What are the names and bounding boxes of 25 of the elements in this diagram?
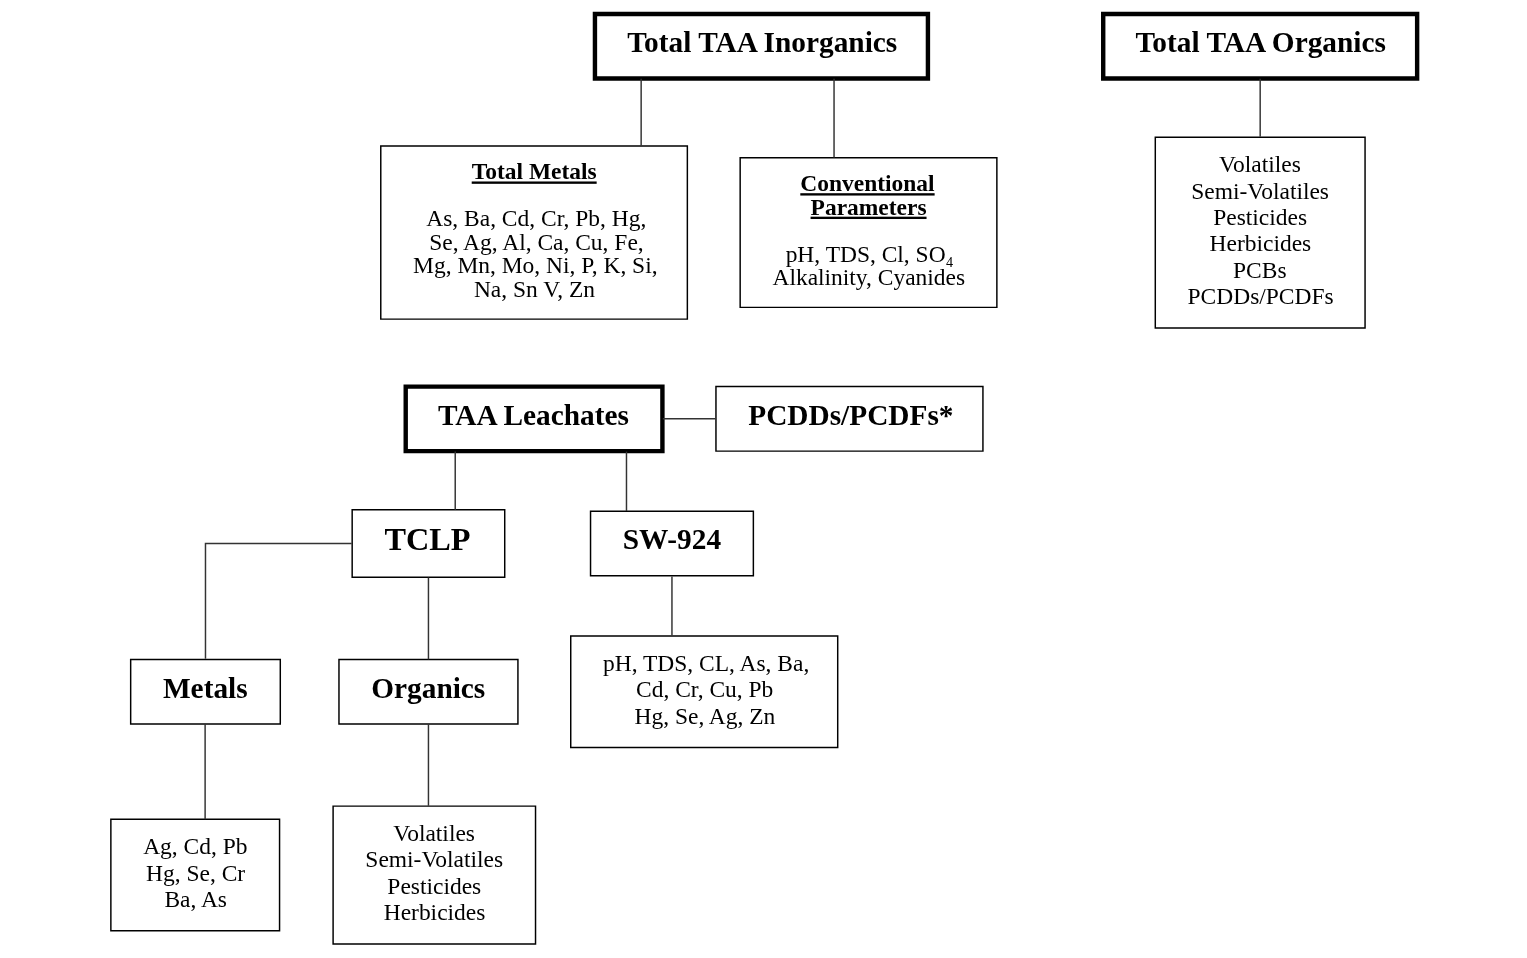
node-box: Volatiles Semi-Volatiles Pesticides Herbicides PCBs PCDDs/PCDFs xyxy=(1154,136,1366,329)
node-box: Volatiles Semi-Volatiles Pesticides Herbicides xyxy=(331,805,536,945)
node-box: TCLP xyxy=(350,509,505,578)
connector xyxy=(832,78,835,159)
connector xyxy=(427,723,429,807)
connector xyxy=(670,575,673,637)
connector xyxy=(204,542,352,660)
node-box: TAA Leachates xyxy=(403,384,665,454)
node-box: Total TAA Inorganics xyxy=(592,11,930,81)
connector xyxy=(454,450,456,511)
connector xyxy=(427,576,429,661)
node-box: Ag, Cd, Pb Hg, Se, Cr Ba, As xyxy=(109,818,280,932)
connector xyxy=(625,450,627,512)
connector xyxy=(1258,78,1261,138)
node-box: Conventional Parameters pH, TDS, Cl, SO₄ Alkalinity, Cyanides xyxy=(738,157,998,309)
node-box: pH, TDS, CL, As, Ba, Cd, Cr, Cu, Pb Hg, Se, Ag, Zn xyxy=(569,635,838,749)
node-box: Total TAA Organics xyxy=(1100,11,1419,81)
node-box: Total Metals As, Ba, Cd, Cr, Pb, Hg, Se, Ag, Al, Ca, Cu, Fe, Mg, Mn, Mo, Ni, P, K, Si, Na, Sn V, Zn xyxy=(379,145,688,320)
connector xyxy=(639,78,642,147)
node-box: SW-924 xyxy=(589,510,754,577)
connector xyxy=(203,723,206,821)
node-box: Metals xyxy=(129,658,281,725)
node-box: PCDDs/PCDFs* xyxy=(714,385,984,452)
node-box: Organics xyxy=(337,658,519,725)
connector xyxy=(661,418,716,420)
